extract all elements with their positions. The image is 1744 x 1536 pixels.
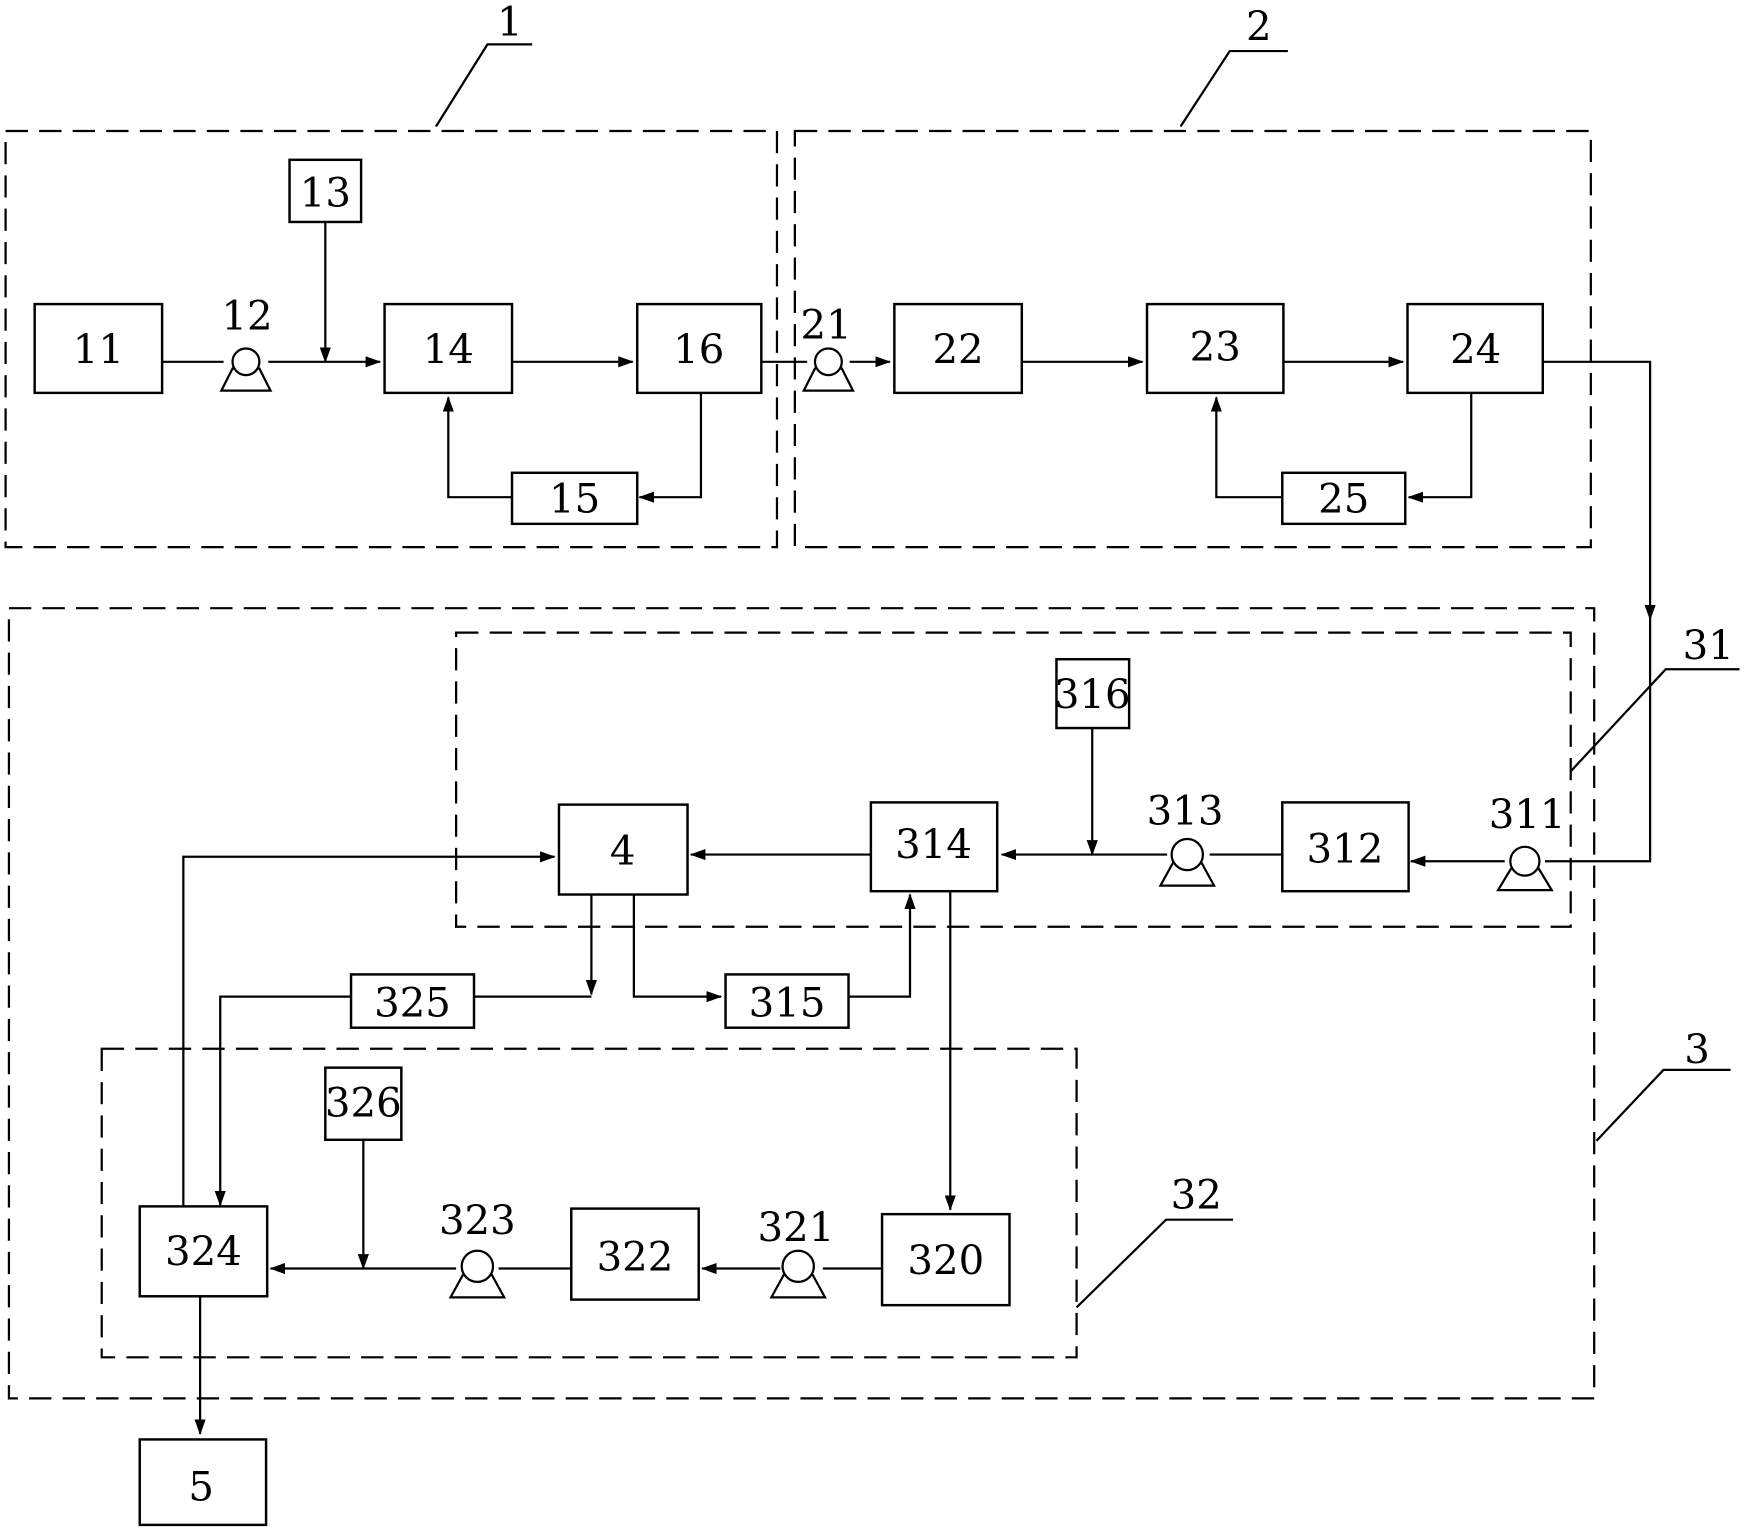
unit-315-label: 315 bbox=[749, 981, 826, 1027]
section-31-outline bbox=[455, 631, 1572, 928]
pump-12-icon bbox=[219, 347, 273, 392]
unit-16-label: 16 bbox=[673, 327, 724, 373]
pump-311-icon bbox=[1496, 845, 1554, 892]
unit-14: 14 bbox=[383, 302, 514, 395]
section-32-leader: 32 bbox=[1075, 1173, 1234, 1309]
pump-321-icon bbox=[769, 1249, 827, 1299]
unit-11: 11 bbox=[33, 302, 164, 395]
unit-325-label: 325 bbox=[374, 981, 451, 1027]
flow-24-to-section-3 bbox=[1542, 360, 1656, 621]
unit-5-label: 5 bbox=[188, 1465, 214, 1511]
unit-11-label: 11 bbox=[73, 327, 124, 373]
unit-4: 4 bbox=[557, 803, 689, 896]
pump-21-label: 21 bbox=[801, 303, 852, 349]
section-1-leader: 1 bbox=[435, 0, 533, 128]
unit-14-label: 14 bbox=[423, 327, 474, 373]
unit-24-label: 24 bbox=[1450, 327, 1501, 373]
unit-320: 320 bbox=[880, 1212, 1011, 1307]
unit-316-label: 316 bbox=[1054, 672, 1131, 718]
unit-325: 325 bbox=[349, 973, 476, 1029]
pump-21-icon bbox=[801, 347, 855, 392]
flow-downcomer-to-311 bbox=[1545, 619, 1652, 863]
unit-5: 5 bbox=[138, 1438, 268, 1527]
section-32-outline bbox=[100, 1047, 1078, 1359]
unit-322-label: 322 bbox=[597, 1235, 674, 1281]
flow-15-to-14 bbox=[442, 396, 513, 499]
unit-15-label: 15 bbox=[549, 477, 600, 523]
section-1-label: 1 bbox=[497, 0, 523, 45]
pump-313-icon bbox=[1158, 837, 1216, 887]
unit-326: 326 bbox=[324, 1066, 403, 1142]
unit-13: 13 bbox=[288, 158, 363, 224]
flow-16-to-15 bbox=[638, 392, 703, 503]
unit-15: 15 bbox=[510, 471, 639, 526]
unit-314: 314 bbox=[869, 801, 999, 893]
section-31-label: 31 bbox=[1683, 623, 1734, 669]
flow-24-to-25 bbox=[1407, 392, 1473, 503]
section-2-outline bbox=[793, 129, 1592, 549]
unit-316: 316 bbox=[1054, 658, 1131, 730]
unit-22-label: 22 bbox=[932, 327, 983, 373]
unit-312-label: 312 bbox=[1306, 826, 1383, 872]
pump-12-label: 12 bbox=[221, 294, 272, 340]
pump-323-icon bbox=[448, 1249, 507, 1299]
section-2-label: 2 bbox=[1246, 4, 1272, 50]
unit-315: 315 bbox=[724, 973, 850, 1029]
unit-13-label: 13 bbox=[300, 171, 351, 217]
section-1-outline bbox=[4, 129, 779, 549]
flow-324-to-4 bbox=[182, 851, 556, 1207]
unit-16: 16 bbox=[636, 302, 763, 395]
unit-24: 24 bbox=[1406, 302, 1544, 395]
unit-320-label: 320 bbox=[907, 1238, 984, 1284]
section-32-label: 32 bbox=[1171, 1173, 1222, 1219]
connections bbox=[162, 221, 1656, 1436]
unit-326-label: 326 bbox=[325, 1081, 402, 1127]
section-2-leader: 2 bbox=[1179, 4, 1288, 128]
unit-23-label: 23 bbox=[1190, 325, 1241, 371]
unit-25: 25 bbox=[1281, 471, 1407, 526]
unit-314-label: 314 bbox=[895, 822, 972, 868]
flow-325-to-324 bbox=[214, 995, 352, 1207]
section-3-outline bbox=[7, 607, 1596, 1400]
section-3-leader: 3 bbox=[1595, 1027, 1731, 1142]
flow-4-to-315 bbox=[632, 894, 723, 1003]
unit-312: 312 bbox=[1281, 801, 1410, 893]
unit-22: 22 bbox=[893, 302, 1024, 395]
unit-322: 322 bbox=[570, 1207, 700, 1301]
section-31-leader: 31 bbox=[1569, 623, 1740, 773]
flow-315-to-314 bbox=[848, 893, 916, 998]
unit-23: 23 bbox=[1145, 302, 1285, 395]
pump-313-label: 313 bbox=[1147, 789, 1224, 835]
section-3-label: 3 bbox=[1684, 1027, 1710, 1073]
flow-25-to-23 bbox=[1210, 396, 1282, 499]
unit-25-label: 25 bbox=[1318, 477, 1369, 523]
unit-4-label: 4 bbox=[610, 829, 636, 875]
pump-321-label: 321 bbox=[758, 1205, 835, 1251]
pump-323-label: 323 bbox=[439, 1198, 516, 1244]
unit-324: 324 bbox=[138, 1205, 269, 1298]
unit-324-label: 324 bbox=[165, 1229, 242, 1275]
pump-311-label: 311 bbox=[1489, 792, 1566, 838]
